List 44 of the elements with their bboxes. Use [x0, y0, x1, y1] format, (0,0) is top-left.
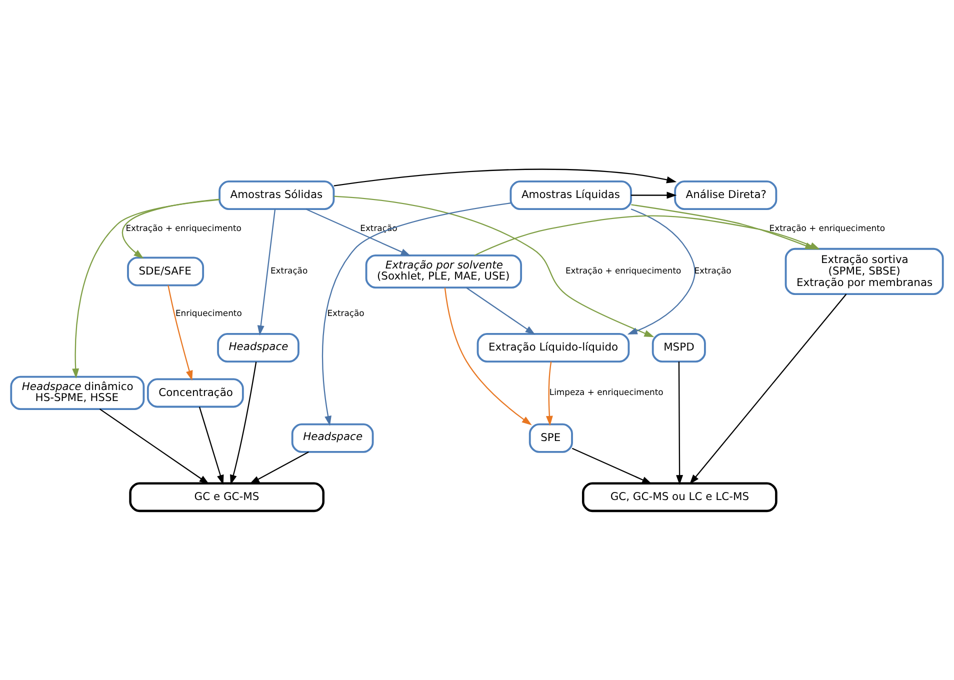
arrow: [122, 198, 220, 259]
node-box: Amostras Líquidas: [510, 180, 632, 210]
arrow: [546, 362, 553, 426]
node-box: Extração Líquido-líquido: [476, 332, 630, 362]
arrow: [257, 209, 276, 336]
arrow: [230, 362, 257, 485]
edge-label: Extração + enriquecimento: [566, 266, 682, 276]
node-box: SDE/SAFE: [127, 256, 204, 286]
arrow: [572, 448, 652, 484]
node-box: Concentração: [146, 378, 244, 408]
arrow: [168, 285, 193, 381]
edge-label: Extração + enriquecimento: [769, 223, 886, 234]
node-box: Extração por solvente (Soxhlet, PLE, MAE, USE): [365, 254, 522, 289]
edge-label: Limpeza + enriquecimento: [549, 387, 664, 398]
arrow: [690, 294, 847, 484]
arrow: [99, 408, 210, 484]
node-box: MSPD: [652, 332, 706, 362]
edge-label: Extração: [694, 266, 732, 276]
node-box: Headspace dinâmico HS-SPME, HSSE: [10, 376, 145, 410]
arrow: [322, 202, 511, 426]
edge-label: Extração: [327, 308, 364, 318]
node-box: GC, GC-MS ou LC e LC-MS: [582, 482, 778, 512]
arrow: [466, 287, 536, 335]
node-box: Headspace: [217, 332, 300, 362]
arrow: [72, 199, 220, 378]
arrow: [676, 362, 684, 486]
edge-label: Extração: [270, 266, 308, 276]
arrow: [334, 168, 677, 186]
arrow: [198, 406, 224, 485]
node-box: GC e GC-MS: [129, 482, 325, 512]
node-box: Análise Direta?: [674, 180, 778, 210]
arrow: [444, 288, 532, 426]
node-box: SPE: [528, 423, 573, 453]
arrow: [334, 196, 654, 338]
arrow: [631, 192, 677, 199]
arrow: [306, 208, 411, 256]
edge-label: Extração + enriquecimento: [126, 223, 242, 234]
node-box: Amostras Sólidas: [218, 180, 335, 210]
edge-label: Enriquecimento: [175, 308, 242, 318]
arrow: [474, 215, 820, 256]
arrow: [627, 208, 696, 334]
node-box: Extração sortiva (SPME, SBSE) Extração por membranas: [784, 248, 944, 296]
arrow: [250, 451, 309, 484]
node-box: Headspace: [291, 423, 374, 453]
